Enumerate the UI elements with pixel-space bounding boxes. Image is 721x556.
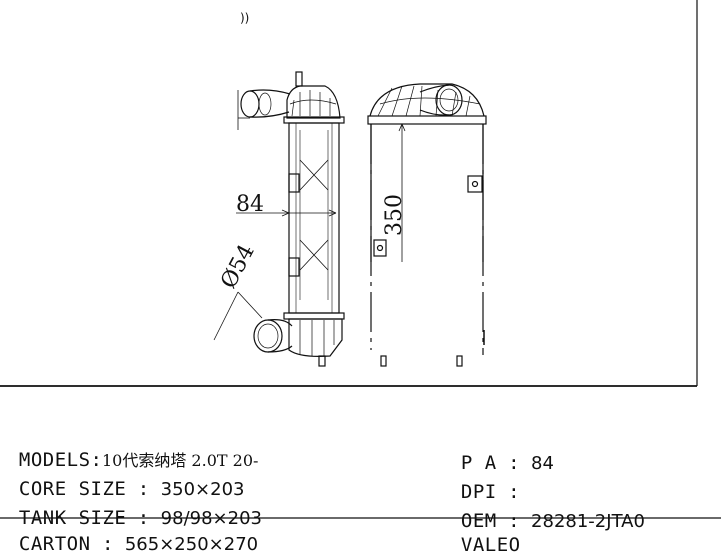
side-view bbox=[367, 83, 487, 367]
spec-label: CARTON bbox=[18, 533, 91, 555]
spec-separator: : bbox=[126, 507, 161, 529]
spec-label: P A bbox=[460, 452, 497, 474]
spec-left-carton: CARTON : 565×250×270 bbox=[0, 511, 258, 556]
dimension-length-label: 350 bbox=[382, 194, 407, 236]
spec-value: 84 bbox=[531, 453, 554, 474]
spec-separator: : bbox=[90, 449, 102, 471]
spec-value: 10代索纳塔 2.0T 20- bbox=[101, 451, 259, 470]
spec-label: CORE SIZE bbox=[18, 478, 127, 500]
spec-separator: : bbox=[90, 533, 125, 555]
dimension-diameter-label: Ø54 bbox=[216, 240, 260, 292]
spec-right-valeo: VALEO bbox=[438, 512, 521, 556]
spec-left-models: MODELS:10代索纳塔 2.0T 20- bbox=[0, 427, 259, 472]
spec-right-dpi: DPI : bbox=[438, 459, 531, 504]
spec-separator: : bbox=[496, 481, 532, 503]
top-mark: )) bbox=[240, 11, 249, 25]
spec-separator: : bbox=[126, 478, 161, 500]
spec-value: 565×250×270 bbox=[124, 534, 259, 555]
spec-value: 28281-2JTA0 bbox=[531, 511, 645, 532]
dimension-width-label: 84 bbox=[236, 192, 264, 217]
spec-label: VALEO bbox=[460, 534, 521, 556]
spec-value: 350×203 bbox=[160, 479, 245, 500]
spec-separator: : bbox=[496, 452, 532, 474]
spec-label: MODELS bbox=[18, 449, 91, 471]
intercooler-technical-drawing: )) bbox=[0, 0, 721, 519]
front-view bbox=[213, 71, 345, 367]
spec-left-core-size: CORE SIZE : 350×203 bbox=[0, 456, 245, 501]
spec-label: DPI bbox=[460, 481, 497, 503]
spec-right-pa: P A : 84 bbox=[438, 430, 554, 475]
